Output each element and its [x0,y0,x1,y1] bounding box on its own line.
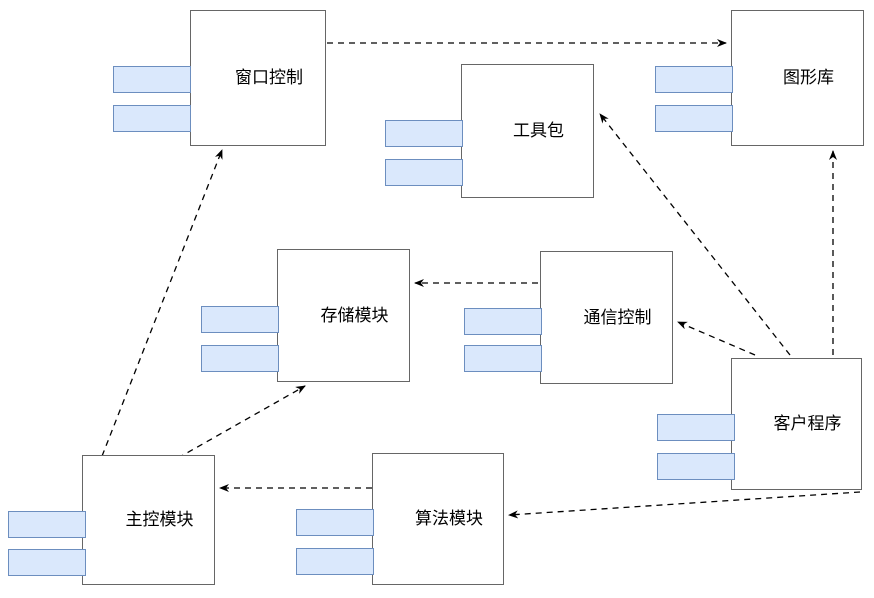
component-label-storage-module: 存储模块 [320,305,389,325]
port-algorithm-module-port-upper[interactable] [296,509,374,536]
port-window-control-port-upper[interactable] [113,66,191,93]
component-storage-module[interactable]: 存储模块 [277,249,410,382]
component-label-communication-control: 通信控制 [583,307,652,327]
component-label-algorithm-module: 算法模块 [415,508,483,528]
component-window-control[interactable]: 窗口控制 [190,10,326,146]
port-communication-control-port-lower[interactable] [464,345,542,372]
component-graphics-library[interactable]: 图形库 [731,10,864,146]
component-communication-control[interactable]: 通信控制 [540,251,673,384]
connector-client-program-to-algorithm-module [508,491,861,519]
port-storage-module-port-lower[interactable] [201,345,279,372]
port-main-control-module-port-upper[interactable] [8,511,86,538]
connector-main-control-to-storage-module [177,385,306,459]
port-algorithm-module-port-lower[interactable] [296,548,374,575]
port-graphics-library-port-upper[interactable] [655,66,733,93]
component-label-client-program: 客户程序 [773,413,842,433]
port-main-control-module-port-lower[interactable] [8,549,86,576]
port-storage-module-port-upper[interactable] [201,306,279,333]
port-toolkit-port-lower[interactable] [385,159,463,186]
component-algorithm-module[interactable]: 算法模块 [372,453,504,585]
component-main-control-module[interactable]: 主控模块 [82,455,215,585]
port-client-program-port-lower[interactable] [657,453,735,480]
port-communication-control-port-upper[interactable] [464,308,542,335]
component-label-graphics-library: 图形库 [783,67,834,87]
component-client-program[interactable]: 客户程序 [731,358,862,490]
component-label-window-control: 窗口控制 [235,67,303,87]
port-client-program-port-upper[interactable] [657,414,735,441]
connector-client-program-to-communication-control [677,321,756,356]
component-label-toolkit: 工具包 [513,120,564,140]
component-label-main-control-module: 主控模块 [125,509,194,529]
port-toolkit-port-upper[interactable] [385,120,463,147]
port-graphics-library-port-lower[interactable] [655,105,733,132]
port-window-control-port-lower[interactable] [113,105,191,132]
component-toolkit[interactable]: 工具包 [461,64,594,198]
